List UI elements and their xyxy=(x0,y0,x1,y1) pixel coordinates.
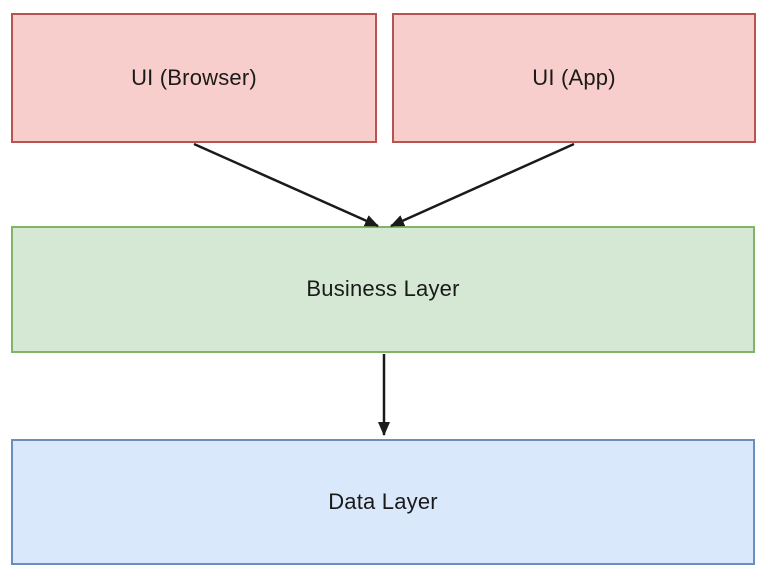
node-ui-app: UI (App) xyxy=(392,13,756,143)
node-business-layer-label: Business Layer xyxy=(306,276,460,302)
node-ui-browser-label: UI (Browser) xyxy=(131,64,257,90)
node-data-layer-label: Data Layer xyxy=(328,488,438,514)
edge-ui-browser-to-business-arrow xyxy=(193,142,379,228)
edge-ui-app-to-business-arrow xyxy=(390,142,575,228)
node-ui-app-label: UI (App) xyxy=(532,64,616,90)
node-data-layer: Data Layer xyxy=(11,439,755,565)
node-ui-browser: UI (Browser) xyxy=(11,13,377,143)
node-business-layer: Business Layer xyxy=(11,226,755,353)
